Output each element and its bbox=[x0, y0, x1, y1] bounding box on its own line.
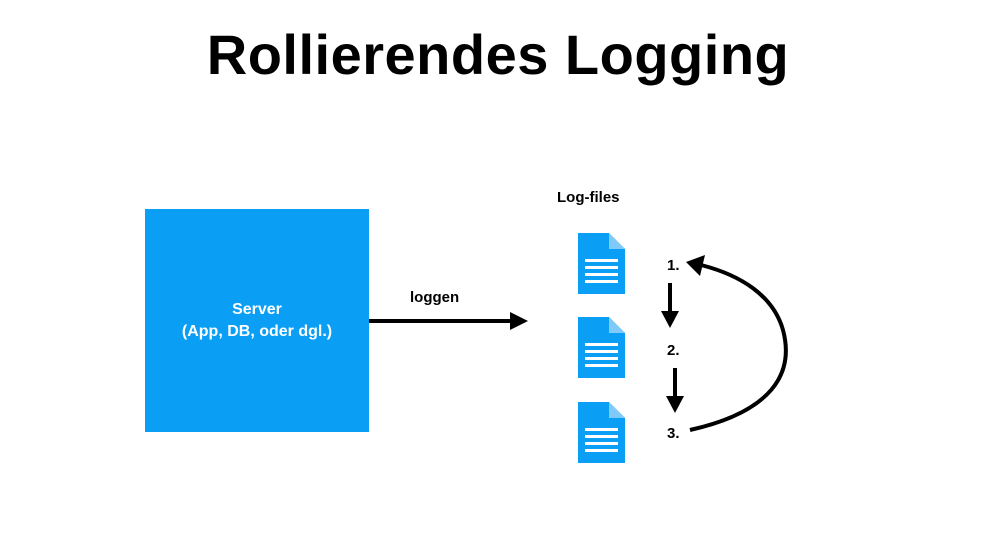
step-label-1: 1. bbox=[667, 257, 680, 274]
document-icon bbox=[578, 233, 625, 294]
arrow-label: loggen bbox=[410, 289, 460, 306]
step-label-3: 3. bbox=[667, 425, 680, 442]
document-icon bbox=[578, 317, 625, 378]
rotation-return-arrow bbox=[686, 255, 788, 432]
step-label-2: 2. bbox=[667, 342, 680, 359]
step-arrow-1-2 bbox=[661, 283, 679, 328]
document-icon bbox=[578, 402, 625, 463]
loggen-arrow bbox=[369, 312, 528, 330]
page-title: Rollierendes Logging bbox=[206, 23, 790, 86]
step-arrow-2-3 bbox=[666, 368, 684, 413]
server-box: Server (App, DB, oder dgl.) bbox=[145, 209, 369, 432]
server-sublabel: (App, DB, oder dgl.) bbox=[181, 322, 333, 340]
log-files-heading: Log-files bbox=[557, 189, 620, 206]
server-label: Server bbox=[232, 300, 282, 318]
